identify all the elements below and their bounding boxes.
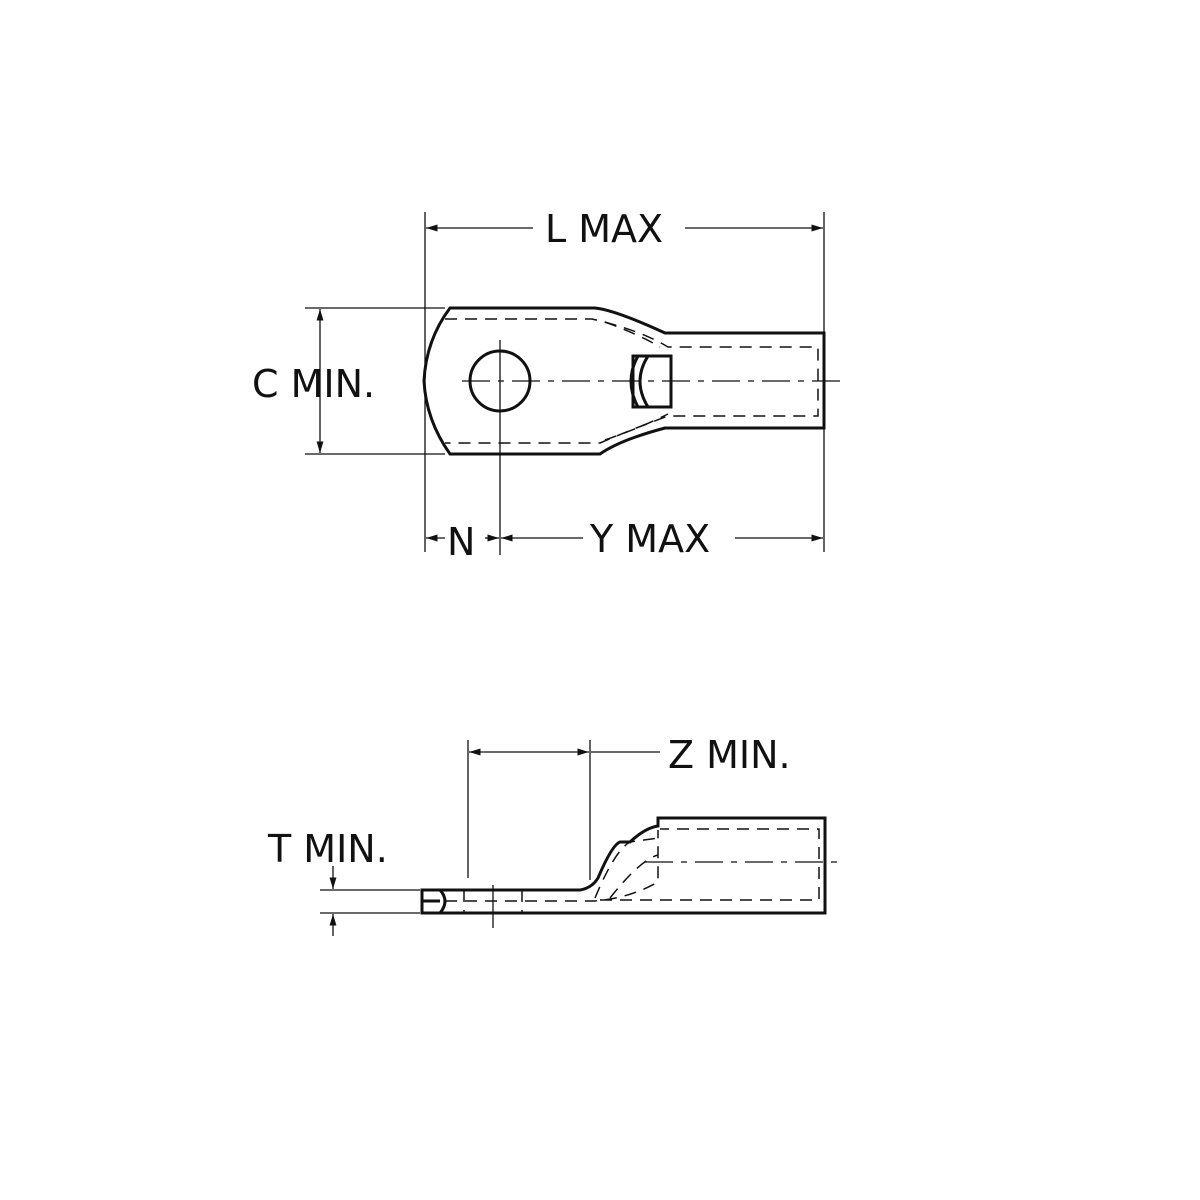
side-hidden-line [445, 828, 820, 902]
top-view: L MAX C MIN. N Y MAX [252, 207, 840, 564]
z-min-label: Z MIN. [668, 733, 791, 777]
lug-outline [422, 306, 826, 456]
side-taper-hidden [594, 837, 659, 899]
lug-side-outline [420, 816, 827, 915]
y-max-label: Y MAX [589, 517, 710, 561]
l-max-label: L MAX [545, 207, 663, 251]
side-view: Z MIN. T MIN. [267, 733, 840, 936]
taper-hidden-line [604, 321, 669, 441]
inner-hidden-line [445, 318, 819, 444]
c-min-label: C MIN. [252, 362, 375, 406]
t-min-label: T MIN. [267, 827, 388, 871]
n-label: N [447, 520, 475, 564]
tongue-end-arc [422, 888, 447, 914]
